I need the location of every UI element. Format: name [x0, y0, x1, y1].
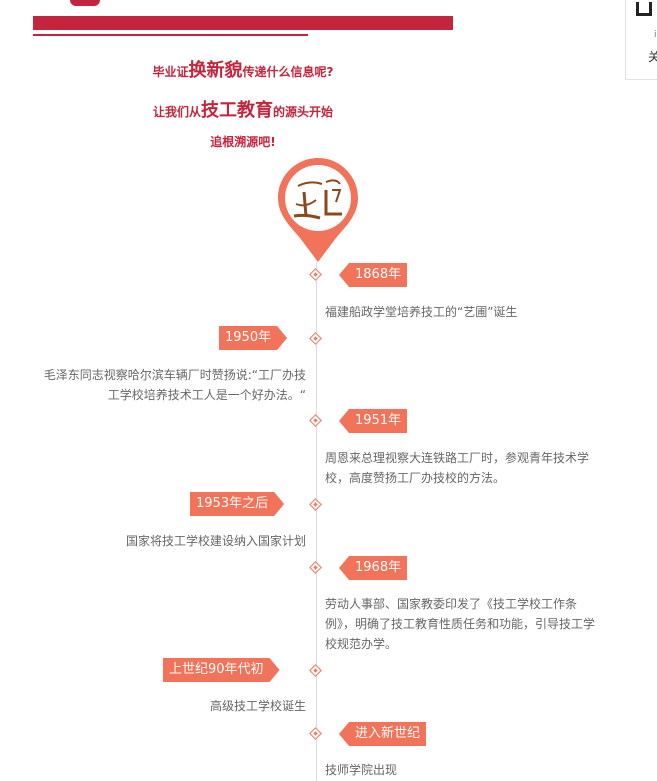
timeline-year-tag: 上世纪90年代初 [163, 658, 280, 682]
qr-follow-widget[interactable]: i 关 [625, 0, 657, 80]
timeline-dot [309, 332, 322, 345]
intro-line-1-highlight: 换新貌 [188, 60, 243, 81]
timeline-year-tag: 1950年 [219, 326, 287, 350]
intro-line-1: 毕业证换新貌传递什么信息呢? [33, 56, 453, 82]
intro-line-2-pre: 让我们从 [152, 105, 201, 119]
intro-line-2-highlight: 技工教育 [201, 100, 273, 121]
timeline-dot [309, 498, 322, 511]
timeline-description: 福建船政学堂培养技工的“艺圃”诞生 [325, 305, 518, 319]
timeline-year-tag: 进入新世纪 [339, 722, 427, 746]
map-pin-logo: 工匠 [276, 156, 360, 264]
intro-line-2: 让我们从技工教育的源头开始 [33, 96, 453, 122]
timeline-year-tag: 1968年 [339, 556, 408, 580]
map-pin-icon [278, 158, 358, 262]
intro-line-1-post: 传递什么信息呢? [242, 65, 334, 79]
timeline-year-tag: 1953年之后 [190, 492, 284, 516]
timeline-dot [309, 664, 322, 677]
timeline-description: 劳动人事部、国家教委印发了《技工学校工作条例》，明确了技工教育性质任务和功能，引… [325, 597, 596, 651]
header-red-line [33, 34, 308, 36]
timeline-year-tag: 1951年 [339, 409, 408, 433]
header-red-bar [33, 16, 453, 30]
timeline-dot [309, 268, 322, 281]
timeline-description: 技师学院出现 [325, 763, 398, 777]
pin-logo-text: 工匠 [360, 156, 361, 157]
timeline-year-tag: 1868年 [339, 263, 408, 287]
qr-code-icon [636, 2, 652, 16]
timeline-description: 周恩来总理视察大连铁路工厂时，参观青年技术学校，高度赞扬工厂办技校的方法。 [325, 451, 590, 485]
intro-line-3: 追根溯源吧! [210, 135, 276, 149]
intro-line-1-pre: 毕业证 [152, 65, 189, 79]
header-corner-accent [70, 0, 100, 6]
timeline-line [316, 262, 317, 781]
timeline-dot [309, 727, 322, 740]
timeline-dot [309, 414, 322, 427]
timeline-description: 毛泽东同志视察哈尔滨车辆厂时赞扬说:“工厂办技工学校培养技术工人是一个好办法。“ [43, 368, 306, 402]
timeline-dot [309, 561, 322, 574]
qr-small-label: i [654, 30, 657, 40]
qr-follow-label: 关 [648, 50, 657, 64]
intro-line-2-post: 的源头开始 [273, 105, 334, 119]
timeline-description: 高级技工学校诞生 [209, 699, 306, 713]
timeline-description: 国家将技工学校建设纳入国家计划 [125, 534, 306, 548]
